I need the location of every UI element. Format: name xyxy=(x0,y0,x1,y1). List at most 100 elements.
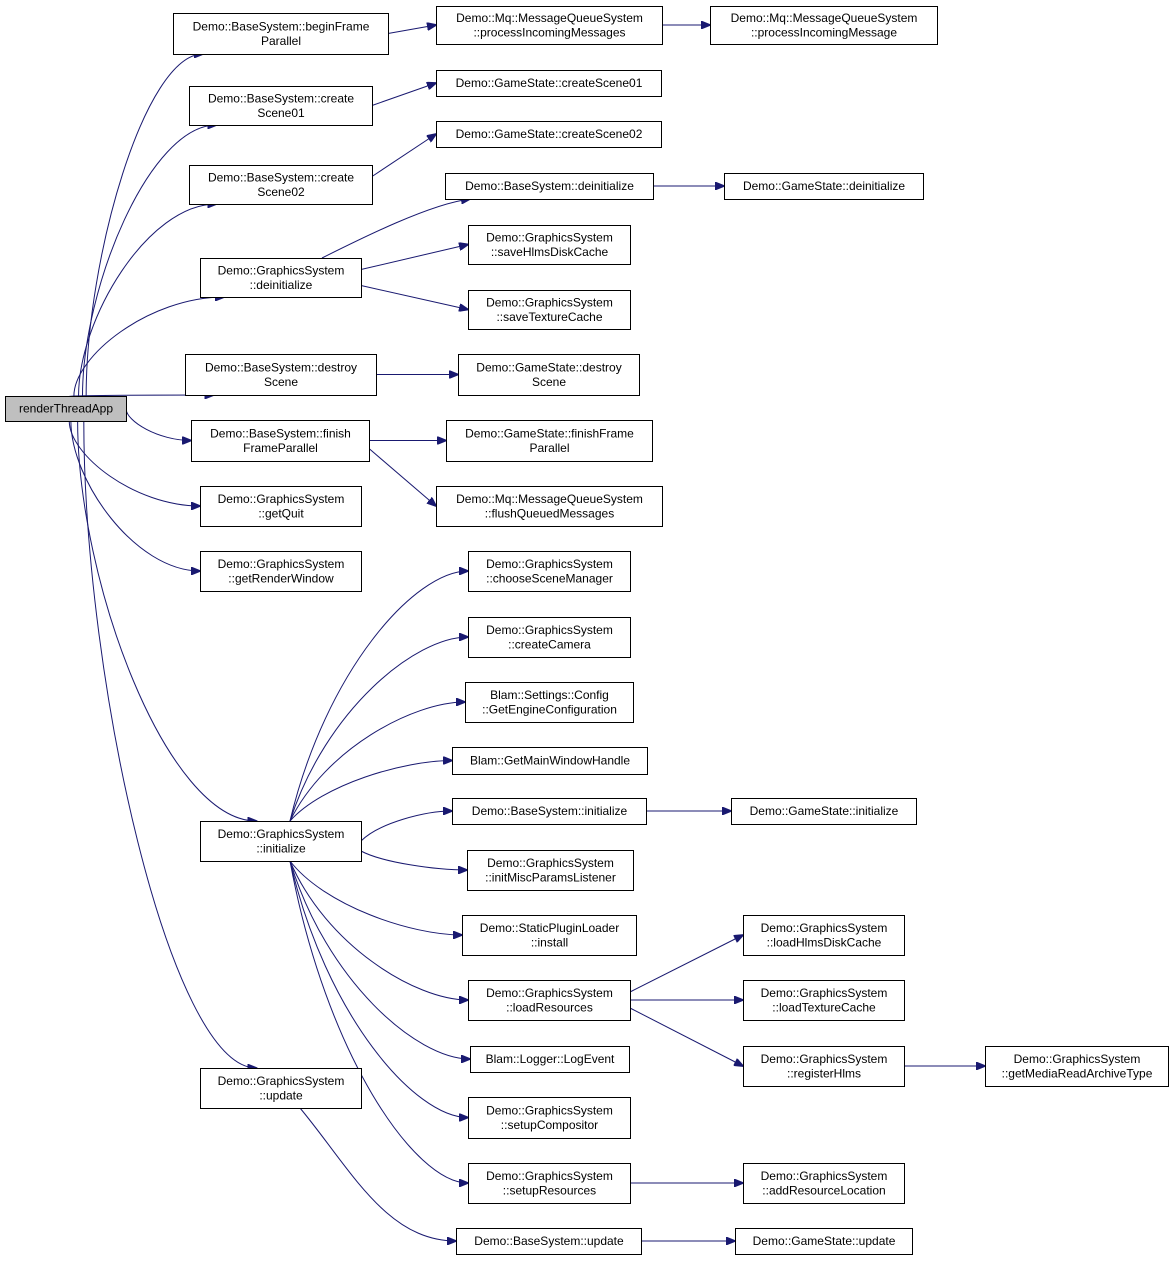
node-label: Demo::StaticPluginLoader xyxy=(480,921,619,935)
node-label: ::getRenderWindow xyxy=(228,571,334,585)
node-label: ::getQuit xyxy=(258,506,304,520)
node-box xyxy=(452,747,648,775)
edge-gfx-update-to-bs-update xyxy=(299,1107,456,1241)
node-gfx-ltc[interactable]: Demo::GraphicsSystem::loadTextureCache xyxy=(743,980,905,1021)
edge-root-to-gfx-update xyxy=(83,420,257,1068)
node-label: ::getMediaReadArchiveType xyxy=(1002,1066,1153,1080)
node-gfx-sr[interactable]: Demo::GraphicsSystem::setupResources xyxy=(468,1163,631,1204)
node-gfx-gmrat[interactable]: Demo::GraphicsSystem::getMediaReadArchiv… xyxy=(985,1046,1169,1087)
node-gfx-csm[interactable]: Demo::GraphicsSystem::chooseSceneManager xyxy=(468,551,631,592)
node-box xyxy=(436,121,662,148)
edge-gfx-deinit-to-gfx-shdc xyxy=(360,245,468,270)
node-gfx-shdc[interactable]: Demo::GraphicsSystem::saveHlmsDiskCache xyxy=(468,225,631,265)
edge-bs-cs1-to-gs-cs1 xyxy=(371,83,436,106)
node-gfx-gq[interactable]: Demo::GraphicsSystem::getQuit xyxy=(200,486,362,527)
node-label: ::createCamera xyxy=(508,637,591,651)
node-box xyxy=(467,850,634,891)
edge-bs-bfp-to-mq-pims xyxy=(387,25,436,34)
node-root[interactable]: renderThreadApp xyxy=(5,396,127,422)
node-bs-cs2[interactable]: Demo::BaseSystem::createScene02 xyxy=(189,165,373,205)
node-gfx-init[interactable]: Demo::GraphicsSystem::initialize xyxy=(200,821,362,862)
node-bs-deinit[interactable]: Demo::BaseSystem::deinitialize xyxy=(445,173,654,200)
node-bs-cs1[interactable]: Demo::BaseSystem::createScene01 xyxy=(189,86,373,126)
node-label: Demo::GraphicsSystem xyxy=(761,1169,888,1183)
node-label: Demo::GraphicsSystem xyxy=(1014,1052,1141,1066)
edge-gfx-init-to-blam-log xyxy=(289,860,470,1059)
node-mq-pim[interactable]: Demo::Mq::MessageQueueSystem::processInc… xyxy=(710,6,938,45)
edge-gfx-init-to-blam-gec xyxy=(289,702,465,822)
edge-gfx-lr-to-gfx-lhdc xyxy=(629,935,743,993)
node-mq-pims[interactable]: Demo::Mq::MessageQueueSystem::processInc… xyxy=(436,6,663,45)
node-box xyxy=(446,420,653,462)
node-box xyxy=(743,915,905,956)
node-gfx-impl[interactable]: Demo::GraphicsSystem::initMiscParamsList… xyxy=(467,850,634,891)
node-bs-update[interactable]: Demo::BaseSystem::update xyxy=(456,1228,642,1255)
edge-root-to-bs-cs1 xyxy=(82,125,217,397)
node-gfx-lhdc[interactable]: Demo::GraphicsSystem::loadHlmsDiskCache xyxy=(743,915,905,956)
node-label: Demo::GraphicsSystem xyxy=(486,986,613,1000)
node-gst-deinit[interactable]: Demo::GameState::deinitialize xyxy=(724,173,924,200)
node-box xyxy=(200,1068,362,1109)
edge-gfx-init-to-spl-install xyxy=(289,860,462,935)
node-label: Demo::GraphicsSystem xyxy=(487,856,614,870)
node-gst-update[interactable]: Demo::GameState::update xyxy=(735,1228,913,1255)
node-label: Demo::BaseSystem::initialize xyxy=(472,804,628,818)
node-gfx-stc[interactable]: Demo::GraphicsSystem::saveTextureCache xyxy=(468,290,631,330)
node-gfx-lr[interactable]: Demo::GraphicsSystem::loadResources xyxy=(468,980,631,1021)
node-blam-gmwh[interactable]: Blam::GetMainWindowHandle xyxy=(452,747,648,775)
node-box xyxy=(710,6,938,45)
node-box xyxy=(985,1046,1169,1087)
node-gs-cs1[interactable]: Demo::GameState::createScene01 xyxy=(436,70,662,97)
edge-bs-ffp-to-mq-fqm xyxy=(368,448,436,507)
node-gfx-grw[interactable]: Demo::GraphicsSystem::getRenderWindow xyxy=(200,551,362,592)
node-label: Blam::Settings::Config xyxy=(490,688,609,702)
node-gfx-arl[interactable]: Demo::GraphicsSystem::addResourceLocatio… xyxy=(743,1163,905,1204)
node-label: ::addResourceLocation xyxy=(762,1183,885,1197)
node-label: Demo::Mq::MessageQueueSystem xyxy=(456,492,643,506)
node-box xyxy=(743,980,905,1021)
node-label: ::setupResources xyxy=(503,1183,596,1197)
node-box xyxy=(743,1163,905,1204)
node-gfx-cc[interactable]: Demo::GraphicsSystem::createCamera xyxy=(468,617,631,658)
node-label: Demo::GameState::createScene01 xyxy=(456,76,643,90)
edge-gfx-deinit-to-bs-deinit xyxy=(321,199,470,259)
node-blam-log[interactable]: Blam::Logger::LogEvent xyxy=(470,1046,630,1073)
node-gfx-update[interactable]: Demo::GraphicsSystem::update xyxy=(200,1068,362,1109)
node-box xyxy=(200,821,362,862)
node-label: Demo::GraphicsSystem xyxy=(761,921,888,935)
node-box xyxy=(468,1163,631,1204)
node-gst-init[interactable]: Demo::GameState::initialize xyxy=(731,798,917,825)
node-mq-fqm[interactable]: Demo::Mq::MessageQueueSystem::flushQueue… xyxy=(436,486,663,527)
node-label: Scene xyxy=(532,375,566,389)
edge-gfx-init-to-gfx-sr xyxy=(289,860,468,1183)
node-label: Demo::GraphicsSystem xyxy=(218,492,345,506)
node-blam-gec[interactable]: Blam::Settings::Config::GetEngineConfigu… xyxy=(465,682,634,723)
node-gfx-sc[interactable]: Demo::GraphicsSystem::setupCompositor xyxy=(468,1097,631,1139)
node-label: Demo::GraphicsSystem xyxy=(218,263,345,277)
node-gs-cs2[interactable]: Demo::GameState::createScene02 xyxy=(436,121,662,148)
node-label: Demo::GraphicsSystem xyxy=(218,827,345,841)
node-bs-init[interactable]: Demo::BaseSystem::initialize xyxy=(452,798,647,825)
node-box xyxy=(200,551,362,592)
node-label: ::initialize xyxy=(256,841,306,855)
node-gfx-rh[interactable]: Demo::GraphicsSystem::registerHlms xyxy=(743,1046,905,1087)
node-label: ::saveHlmsDiskCache xyxy=(491,245,609,259)
node-label: Scene01 xyxy=(257,106,305,120)
node-box xyxy=(468,551,631,592)
node-box xyxy=(436,486,663,527)
node-label: Parallel xyxy=(261,34,301,48)
node-label: Demo::GameState::initialize xyxy=(750,804,899,818)
node-label: Demo::BaseSystem::beginFrame xyxy=(193,19,370,33)
node-label: Demo::GraphicsSystem xyxy=(761,1052,888,1066)
edge-gfx-init-to-blam-gmwh xyxy=(289,761,452,822)
node-label: Scene xyxy=(264,375,298,389)
node-spl-install[interactable]: Demo::StaticPluginLoader::install xyxy=(462,915,637,956)
node-box xyxy=(189,165,373,205)
node-gfx-deinit[interactable]: Demo::GraphicsSystem::deinitialize xyxy=(200,258,362,298)
node-label: ::processIncomingMessages xyxy=(473,25,625,39)
